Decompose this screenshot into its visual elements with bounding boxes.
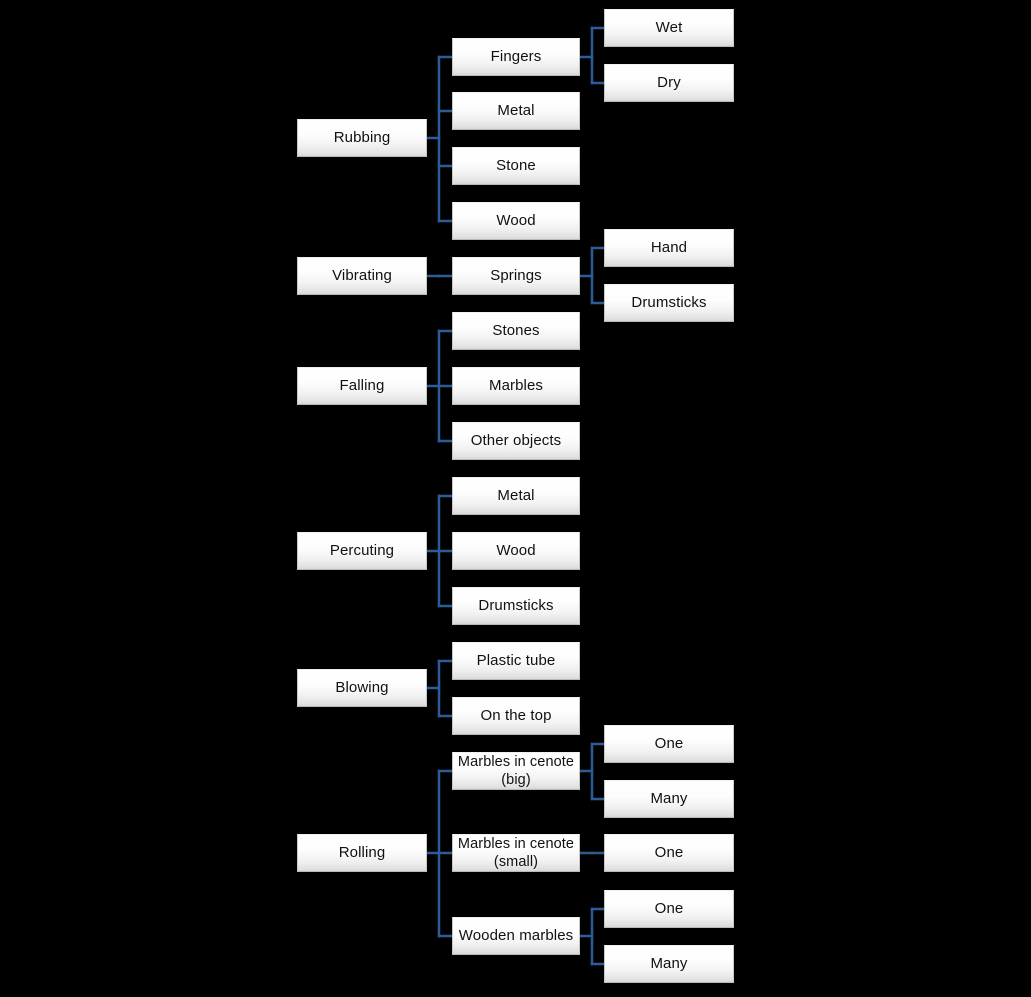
node-springs[interactable]: Springs bbox=[452, 257, 580, 295]
node-blowing[interactable]: Blowing bbox=[297, 669, 427, 707]
node-small-one[interactable]: One bbox=[604, 834, 734, 872]
node-wood-one[interactable]: One bbox=[604, 890, 734, 928]
node-falling[interactable]: Falling bbox=[297, 367, 427, 405]
node-fingers[interactable]: Fingers bbox=[452, 38, 580, 76]
node-rub-stone[interactable]: Stone bbox=[452, 147, 580, 185]
node-fall-marbles[interactable]: Marbles bbox=[452, 367, 580, 405]
node-perc-drumsticks[interactable]: Drumsticks bbox=[452, 587, 580, 625]
node-rub-metal[interactable]: Metal bbox=[452, 92, 580, 130]
node-other-objects[interactable]: Other objects bbox=[452, 422, 580, 460]
node-perc-metal[interactable]: Metal bbox=[452, 477, 580, 515]
node-big-one[interactable]: One bbox=[604, 725, 734, 763]
node-vibrating[interactable]: Vibrating bbox=[297, 257, 427, 295]
node-rubbing[interactable]: Rubbing bbox=[297, 119, 427, 157]
node-wooden-marbles[interactable]: Wooden marbles bbox=[452, 917, 580, 955]
node-dry[interactable]: Dry bbox=[604, 64, 734, 102]
node-wood-many[interactable]: Many bbox=[604, 945, 734, 983]
node-rolling[interactable]: Rolling bbox=[297, 834, 427, 872]
node-big-many[interactable]: Many bbox=[604, 780, 734, 818]
node-on-the-top[interactable]: On the top bbox=[452, 697, 580, 735]
node-wet[interactable]: Wet bbox=[604, 9, 734, 47]
node-hand[interactable]: Hand bbox=[604, 229, 734, 267]
node-marbles-small[interactable]: Marbles in cenote (small) bbox=[452, 834, 580, 872]
node-perc-wood[interactable]: Wood bbox=[452, 532, 580, 570]
node-rub-wood[interactable]: Wood bbox=[452, 202, 580, 240]
node-marbles-big[interactable]: Marbles in cenote (big) bbox=[452, 752, 580, 790]
node-stones[interactable]: Stones bbox=[452, 312, 580, 350]
node-vib-drumsticks[interactable]: Drumsticks bbox=[604, 284, 734, 322]
node-plastic-tube[interactable]: Plastic tube bbox=[452, 642, 580, 680]
node-percuting[interactable]: Percuting bbox=[297, 532, 427, 570]
